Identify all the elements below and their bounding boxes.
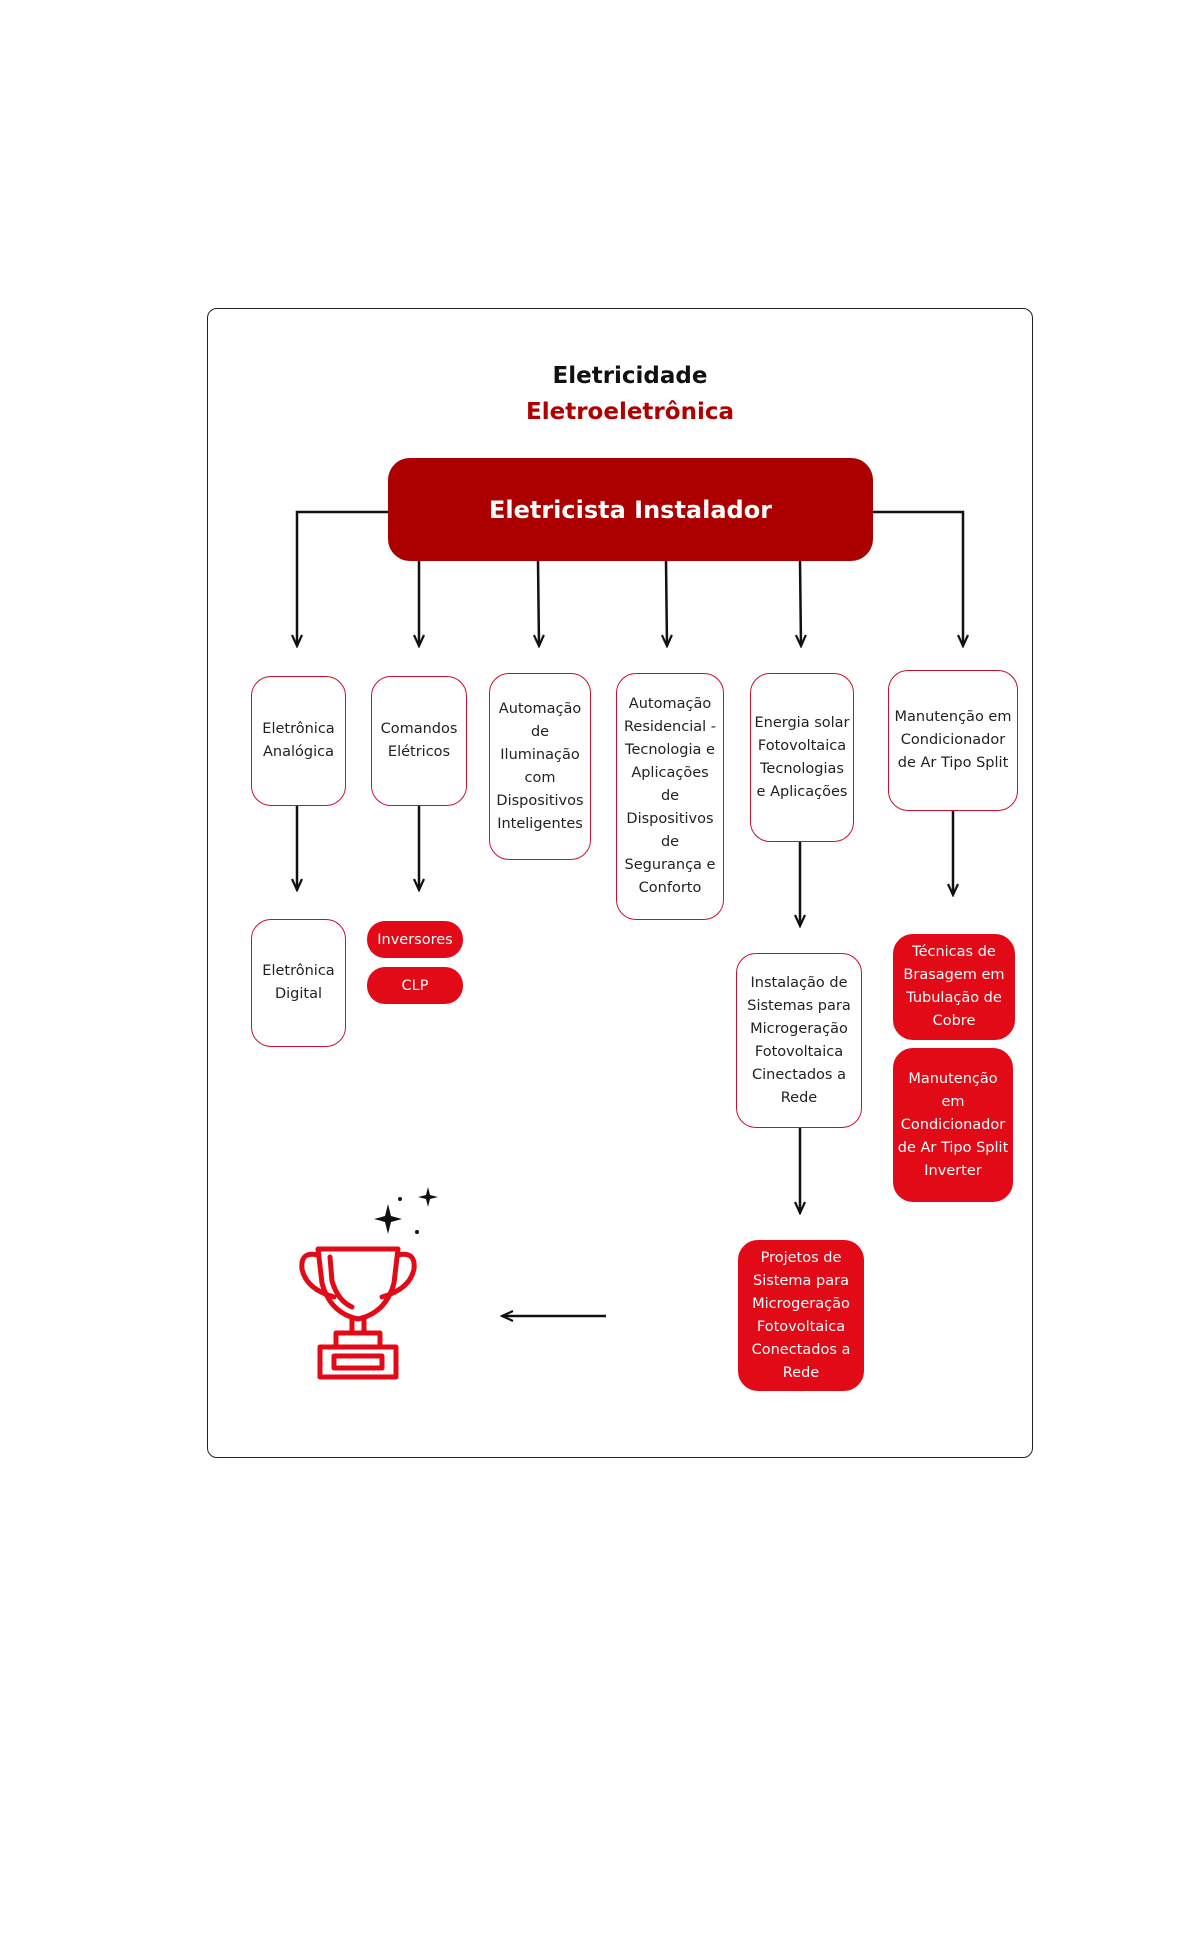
connector-root-to-solar — [800, 560, 801, 646]
node-tecnicas-brasagem: Técnicas de Brasagem em Tubulação de Cob… — [893, 934, 1015, 1040]
node-projetos-microgeracao: Projetos de Sistema para Microgeração Fo… — [738, 1240, 864, 1391]
node-eletronica-analogica: Eletrônica Analógica — [251, 676, 346, 806]
diagram-title: Eletricidade — [552, 363, 708, 389]
node-comandos-eletricos: Comandos Elétricos — [371, 676, 467, 806]
connector-root-to-analogica — [297, 510, 390, 646]
node-inversores: Inversores — [367, 921, 463, 958]
connector-root-to-iluminacao — [538, 560, 539, 646]
sparkles-icon — [374, 1187, 438, 1234]
trophy-icon — [299, 1187, 438, 1380]
node-clp: CLP — [367, 967, 463, 1004]
diagram-frame — [207, 308, 1033, 1458]
connector-root-to-residencial — [666, 560, 667, 646]
node-automacao-iluminacao: Automação de Iluminação com Dispositivos… — [489, 673, 591, 860]
node-eletronica-digital: Eletrônica Digital — [251, 919, 346, 1047]
node-instalacao-microgeracao: Instalação de Sistemas para Microgeração… — [736, 953, 862, 1128]
node-energia-solar: Energia solar Fotovoltaica Tecnologias e… — [750, 673, 854, 842]
connector-root-to-split — [872, 510, 963, 646]
node-automacao-residencial: Automação Residencial - Tecnologia e Apl… — [616, 673, 724, 920]
node-manutencao-split: Manutenção em Condicionador de Ar Tipo S… — [888, 670, 1018, 811]
root-node-eletricista-instalador: Eletricista Instalador — [388, 458, 873, 561]
diagram-subtitle: Eletroeletrônica — [526, 399, 734, 425]
node-manutencao-split-inverter: Manutenção em Condicionador de Ar Tipo S… — [893, 1048, 1013, 1202]
